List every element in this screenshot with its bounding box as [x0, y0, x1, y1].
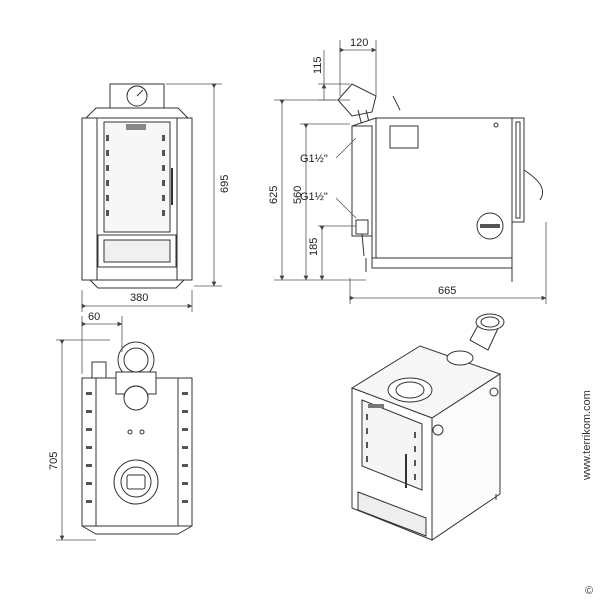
side-dimensions: [274, 40, 547, 304]
side-height-185-label: 185: [308, 238, 320, 256]
top-flue-offset-label: 60: [88, 311, 100, 323]
front-width-label: 380: [130, 292, 148, 304]
top-view: [81, 341, 193, 535]
connection-upper-label: G1½": [300, 153, 328, 165]
isometric-view: [350, 313, 505, 541]
side-height-560-label: 560: [292, 186, 304, 204]
top-depth-label: 705: [48, 452, 60, 470]
connection-lower-label: G1½": [300, 191, 328, 203]
side-height-625-label: 625: [268, 186, 280, 204]
top-dimensions: [56, 316, 123, 541]
front-view: [81, 83, 193, 289]
front-height-label: 695: [219, 175, 231, 193]
front-flue-gauge: [126, 85, 148, 107]
side-flue-offset-label: 120: [350, 37, 368, 49]
side-flue-height-label: 115: [312, 56, 324, 74]
watermark: www.terrikom.com ©: [581, 390, 593, 597]
front-door-ribs: [106, 135, 165, 216]
copyright-icon: ©: [585, 585, 593, 597]
side-view: [337, 83, 544, 282]
front-logo-plate: [126, 124, 146, 130]
side-length-label: 665: [438, 285, 456, 297]
front-dimensions: [81, 83, 222, 312]
watermark-text: www.terrikom.com: [581, 390, 593, 481]
